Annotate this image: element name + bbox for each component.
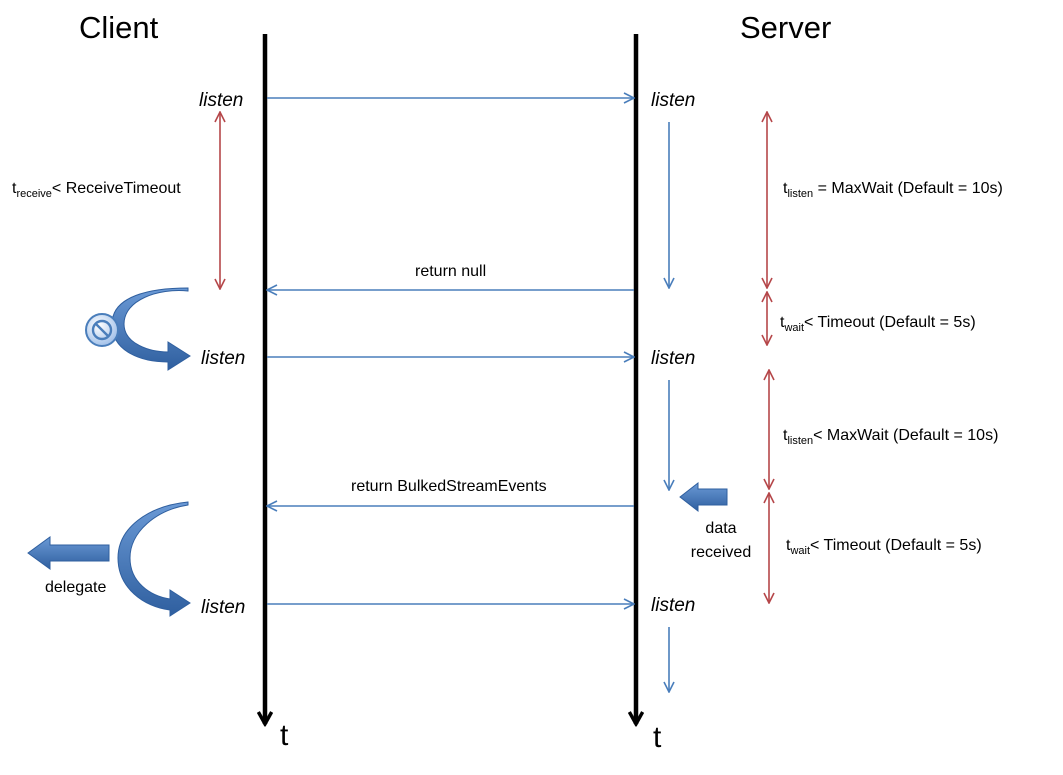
receive-timeout-note: treceive< ReceiveTimeout <box>12 180 181 200</box>
server-listen-label-1: listen <box>651 90 695 111</box>
server-listen-label-2: listen <box>651 348 695 369</box>
wait-timeout-note-2: twait< Timeout (Default = 5s) <box>786 537 982 557</box>
data-received-label-line2: received <box>691 544 751 561</box>
server-heading: Server <box>740 10 831 45</box>
prohibited-icon <box>85 313 119 347</box>
delegate-label: delegate <box>45 579 106 596</box>
wait-timeout-note-1: twait< Timeout (Default = 5s) <box>780 314 976 334</box>
listen-maxwait-note-1: tlisten = MaxWait (Default = 10s) <box>783 180 1003 200</box>
loop-back-arrow-icon-1 <box>111 287 191 371</box>
incoming-data-arrow-icon <box>679 481 728 513</box>
server-time-axis-label: t <box>653 721 662 754</box>
client-time-axis-label: t <box>280 719 289 752</box>
loop-back-arrow-icon-2 <box>117 501 191 617</box>
client-listen-label-3: listen <box>201 597 245 618</box>
server-listen-label-3: listen <box>651 595 695 616</box>
listen-maxwait-note-2: tlisten< MaxWait (Default = 10s) <box>783 427 998 447</box>
delegate-arrow-icon <box>27 536 110 570</box>
client-heading: Client <box>79 10 159 45</box>
return-null-label: return null <box>415 263 486 280</box>
client-listen-label-1: listen <box>199 90 243 111</box>
return-bulked-events-label: return BulkedStreamEvents <box>351 478 547 495</box>
data-received-label-line1: data <box>705 520 736 537</box>
client-listen-label-2: listen <box>201 348 245 369</box>
